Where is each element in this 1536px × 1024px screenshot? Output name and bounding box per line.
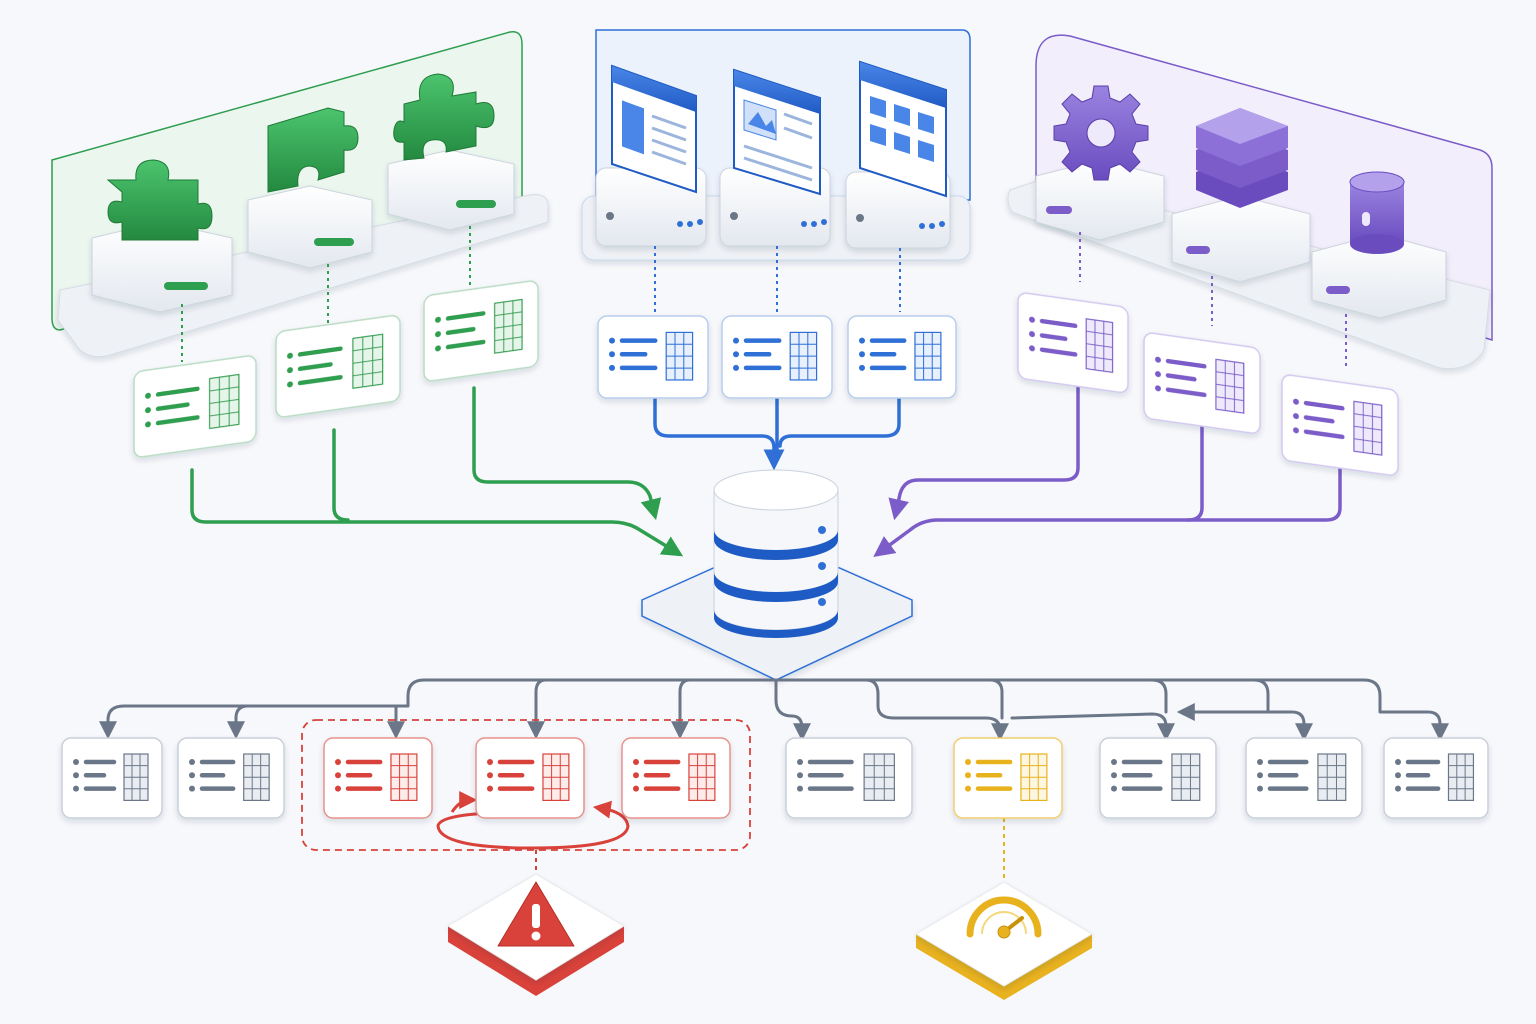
slow-alert-tile[interactable]	[915, 881, 1093, 1000]
output-table[interactable]	[61, 737, 163, 819]
source-table[interactable]	[1143, 332, 1261, 434]
server-plugin-3[interactable]	[387, 149, 515, 231]
list-table-icon	[435, 298, 523, 354]
list-table-icon	[145, 373, 240, 430]
cycle-boundary	[301, 719, 751, 851]
list-table-icon	[1155, 356, 1245, 414]
browser-window-icon	[611, 64, 697, 194]
list-table-icon	[1111, 753, 1201, 802]
server-web-1[interactable]	[595, 167, 707, 247]
circular-dependency-group	[301, 719, 751, 851]
output-table[interactable]	[1383, 737, 1489, 819]
browser-window-icon	[733, 68, 821, 196]
list-table-icon	[965, 753, 1048, 802]
cyclic-table[interactable]	[475, 737, 585, 819]
list-table-icon	[1395, 753, 1475, 802]
list-table-icon	[633, 753, 716, 802]
plugins-shelf	[57, 194, 549, 358]
list-table-icon	[73, 753, 149, 802]
source-table[interactable]	[847, 315, 957, 399]
puzzle-piece-icon	[106, 159, 213, 241]
list-table-icon	[733, 331, 818, 381]
cyclic-table[interactable]	[621, 737, 731, 819]
stacked-layers-icon	[1196, 108, 1288, 208]
alert-connectors	[535, 818, 1005, 890]
browser-window-icon	[859, 60, 947, 198]
server-plugin-2[interactable]	[247, 185, 373, 269]
server-service-1[interactable]	[1035, 159, 1165, 241]
puzzle-piece-icon	[267, 107, 359, 193]
database-icon	[713, 469, 839, 638]
distribution-arrows	[99, 678, 1449, 742]
puzzle-piece-icon	[393, 73, 495, 161]
central-data-store[interactable]	[641, 469, 913, 681]
cycle-arrow	[450, 791, 478, 813]
list-table-icon	[189, 753, 270, 802]
source-table[interactable]	[423, 280, 539, 382]
list-table-icon	[1029, 316, 1114, 374]
load-arrows	[190, 384, 1342, 557]
source-table[interactable]	[275, 314, 401, 418]
warning-triangle-icon	[497, 881, 575, 947]
output-table[interactable]	[1245, 737, 1363, 819]
output-table[interactable]	[785, 737, 913, 819]
output-table[interactable]	[177, 737, 285, 819]
speedometer-gauge-icon	[966, 896, 1042, 939]
source-table[interactable]	[1281, 374, 1399, 476]
list-table-icon	[287, 333, 384, 389]
source-servers	[91, 60, 1447, 319]
extract-connectors	[181, 226, 1347, 368]
output-table[interactable]	[1099, 737, 1217, 819]
list-table-icon	[859, 331, 942, 381]
database-cylinder-icon	[1349, 171, 1405, 254]
cycle-arrow	[436, 800, 630, 850]
schema-tables	[61, 280, 1489, 819]
list-table-icon	[335, 753, 418, 802]
list-table-icon	[797, 753, 895, 802]
list-table-icon	[1293, 398, 1383, 456]
cycle-alert-tile[interactable]	[447, 873, 625, 996]
source-table[interactable]	[133, 355, 257, 458]
list-table-icon	[609, 331, 694, 381]
list-table-icon	[1257, 753, 1347, 802]
source-table[interactable]	[721, 315, 833, 399]
slow-table[interactable]	[953, 737, 1063, 819]
source-table[interactable]	[1017, 292, 1129, 394]
list-table-icon	[487, 753, 570, 802]
cyclic-table[interactable]	[323, 737, 433, 819]
gear-icon	[1053, 85, 1149, 181]
source-table[interactable]	[597, 315, 709, 399]
